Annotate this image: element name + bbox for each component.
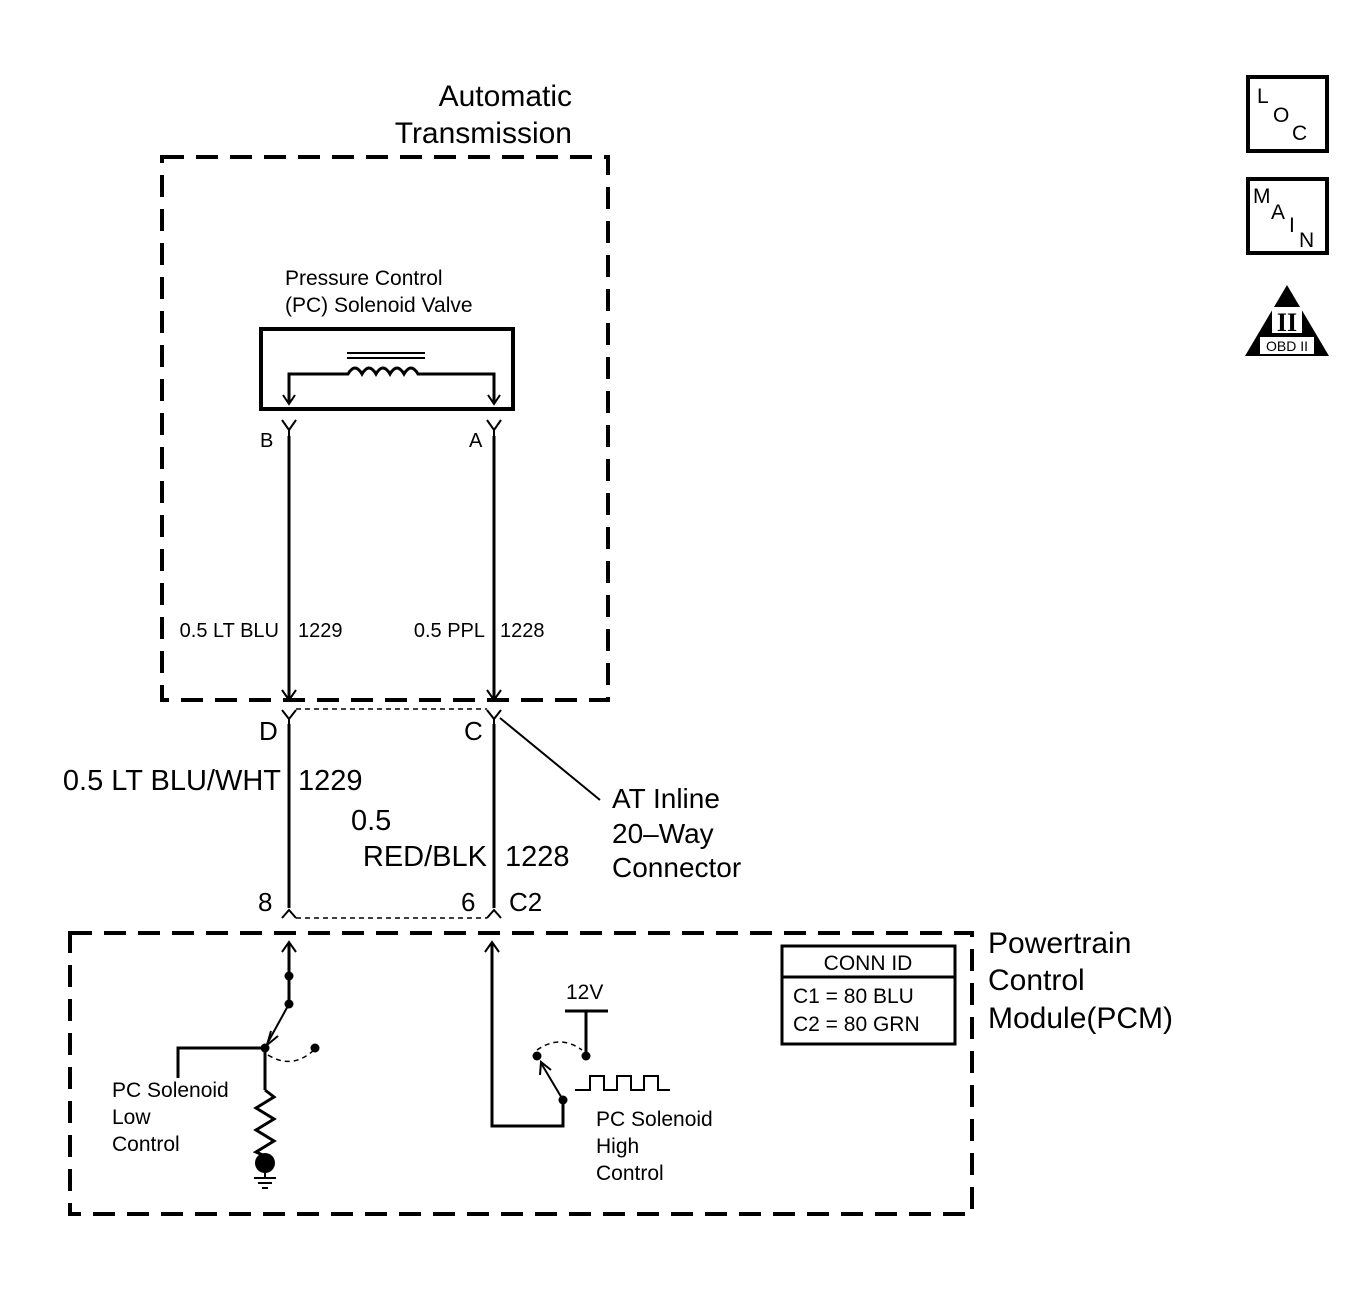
wire-1228-arrow <box>486 689 502 702</box>
harness-1228-color: RED/BLK <box>363 841 488 873</box>
solenoid-terminal-arrow-b <box>282 394 296 406</box>
wire-1229-color: 0.5 LT BLU <box>180 620 279 642</box>
main-icon[interactable]: M A I N <box>1246 177 1329 255</box>
high-label-line3: Control <box>596 1162 664 1185</box>
conn-id-table: CONN ID C1 = 80 BLU C2 = 80 GRN <box>780 944 957 1046</box>
low-control-arrow <box>281 940 297 953</box>
low-switch-blade <box>266 1003 290 1045</box>
high-label-line1: PC Solenoid <box>596 1108 713 1131</box>
high-switch-alt-path <box>536 1041 583 1051</box>
pcm-pin-8: 8 <box>258 887 272 917</box>
harness-1228-gauge: 0.5 <box>351 805 391 837</box>
solenoid-housing <box>259 327 515 411</box>
wire-1229-arrow <box>281 689 297 702</box>
ground-node <box>255 1153 275 1173</box>
pcm-title: Powertrain Control Module(PCM) <box>988 927 1173 1035</box>
main-icon-letter-a: A <box>1271 201 1285 224</box>
pc-solenoid-low-control-label: PC Solenoid Low Control <box>112 1079 229 1156</box>
high-label-line2: High <box>596 1135 639 1158</box>
solenoid-label-line2: (PC) Solenoid Valve <box>285 294 473 317</box>
inline-label-line2: 20–Way <box>612 818 714 849</box>
main-icon-frame <box>1246 177 1329 255</box>
main-icon-letter-n: N <box>1299 229 1314 252</box>
conn-id-row-c2: C2 = 80 GRN <box>793 1013 920 1036</box>
harness-1229-color: 0.5 LT BLU/WHT <box>63 765 281 797</box>
inline-label-line1: AT Inline <box>612 783 720 814</box>
pcm-pin-6-symbol <box>486 908 502 919</box>
low-label-line1: PC Solenoid <box>112 1079 229 1102</box>
pcm-title-line2: Control <box>988 964 1085 997</box>
pcm-title-line1: Powertrain <box>988 927 1131 960</box>
low-switch-alt-contact <box>310 1043 320 1053</box>
pcm-title-line3: Module(PCM) <box>988 1002 1173 1035</box>
loc-icon-letter-c: C <box>1292 122 1307 145</box>
wire-1228-circuit: 1228 <box>500 620 545 642</box>
automatic-transmission-boundary <box>160 155 610 702</box>
solenoid-pin-a: A <box>469 430 483 452</box>
obd-label: OBD II <box>1266 338 1308 354</box>
solenoid-label-line1: Pressure Control <box>285 267 443 290</box>
harness-1228-circuit: 1228 <box>505 841 570 873</box>
inline-connector-leader <box>499 717 601 801</box>
high-switch-blade <box>540 1062 564 1101</box>
at-inline-connector <box>281 708 601 801</box>
low-label-line2: Low <box>112 1106 151 1129</box>
terminal-a-symbol <box>486 419 502 436</box>
connector-c-symbol <box>486 709 502 724</box>
connector-d-symbol <box>281 709 297 724</box>
pull-down-resistor <box>252 1088 277 1158</box>
low-label-line3: Control <box>112 1133 180 1156</box>
loc-icon-letter-l: L <box>1257 85 1269 108</box>
supply-voltage: 12V <box>566 981 603 1004</box>
conn-id-border <box>780 944 957 1046</box>
pc-solenoid-valve <box>259 327 515 411</box>
obd-numeral-box <box>1272 307 1302 333</box>
pcm-connector-id: C2 <box>509 887 542 917</box>
loc-icon-frame <box>1246 75 1329 153</box>
connector-pin-d: D <box>259 716 278 746</box>
high-switch-arrow <box>539 1060 552 1076</box>
main-icon-letter-m: M <box>1253 185 1271 208</box>
connector-pin-c: C <box>464 716 483 746</box>
loc-icon-letter-o: O <box>1273 104 1289 127</box>
obd-numeral: II <box>1277 308 1297 337</box>
pcm-pin-8-symbol <box>281 908 297 919</box>
solenoid-coil <box>287 366 496 402</box>
harness-1229-circuit: 1229 <box>298 765 363 797</box>
obd-ii-icon[interactable]: II OBD II <box>1245 285 1329 356</box>
low-control-node <box>176 1046 267 1090</box>
solenoid-pin-b: B <box>260 430 273 452</box>
solenoid-terminal-arrow-a <box>487 394 501 406</box>
terminal-b-symbol <box>281 419 297 436</box>
pc-solenoid-high-control-circuit <box>484 940 670 1128</box>
conn-id-row-c1: C1 = 80 BLU <box>793 985 914 1008</box>
automatic-transmission-title: Automatic Transmission <box>395 80 572 150</box>
high-control-wire <box>490 944 565 1128</box>
pc-solenoid-high-control-label: PC Solenoid High Control <box>596 1108 713 1185</box>
pwm-signal-icon <box>575 1075 670 1091</box>
pc-solenoid-label: Pressure Control (PC) Solenoid Valve <box>285 267 473 317</box>
main-icon-letter-i: I <box>1289 214 1295 237</box>
inline-connector-label: AT Inline 20–Way Connector <box>612 783 741 883</box>
at-title-line2: Transmission <box>395 117 572 150</box>
wire-1228-color: 0.5 PPL <box>414 620 485 642</box>
pc-solenoid-low-control-circuit <box>176 940 320 1189</box>
low-switch-alt-path <box>267 1049 315 1063</box>
pcm-connector-c2 <box>281 908 502 919</box>
pcm-boundary <box>68 931 974 1216</box>
obd-label-box <box>1260 337 1314 354</box>
high-control-arrow <box>484 940 500 953</box>
pcm-pin-6: 6 <box>461 887 475 917</box>
low-switch-contact <box>284 971 294 981</box>
at-title-line1: Automatic <box>439 80 572 113</box>
conn-id-title: CONN ID <box>824 952 913 975</box>
wire-1229-circuit: 1229 <box>298 620 343 642</box>
loc-icon[interactable]: L O C <box>1246 75 1329 153</box>
inline-label-line3: Connector <box>612 852 741 883</box>
high-switch-contact <box>532 1051 542 1061</box>
